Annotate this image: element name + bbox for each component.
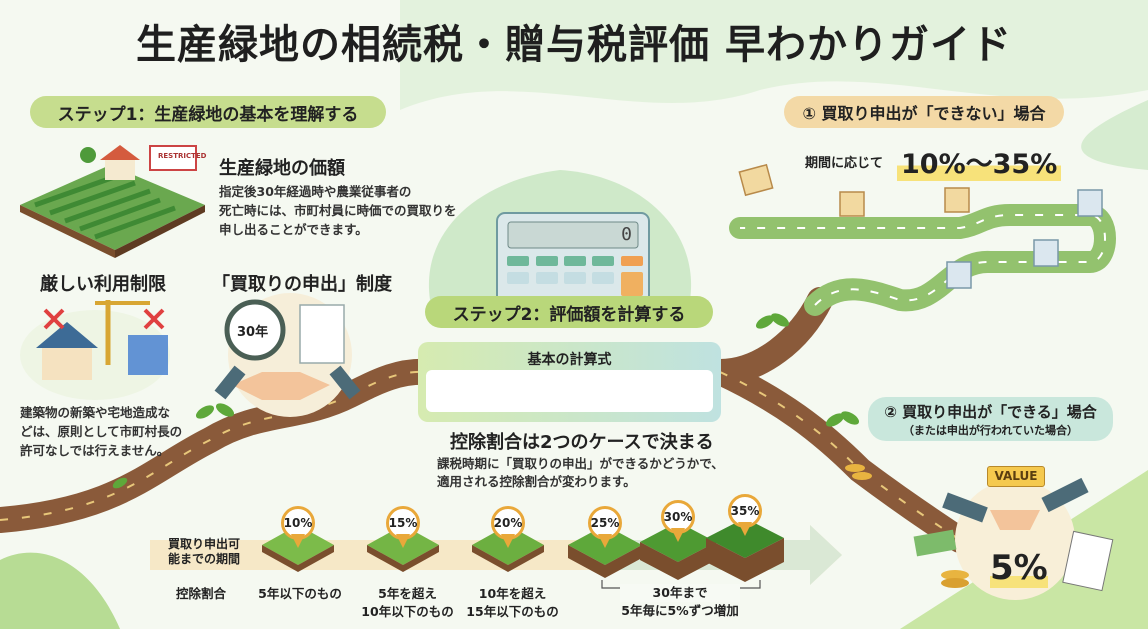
deal-illustration	[845, 464, 1114, 600]
page-title: 生産緑地の相続税・贈与税評価 早わかりガイド	[136, 22, 1012, 68]
rate-pin: 35%	[728, 494, 762, 538]
rate-pin: 25%	[588, 506, 622, 550]
restriction-text: 建築物の新築や宅地造成な どは、原則として市町村長の 許可なしでは行えません。	[20, 405, 183, 458]
bracket-label-2: 5年毎に5%ずつ増加	[621, 603, 739, 618]
case1-range: 10%〜35%	[897, 142, 1062, 181]
value-text: 指定後30年経過時や農業従事者の 死亡時には、市町村員に時価での買取りを 申し出…	[219, 184, 457, 237]
rate-pin: 30%	[661, 500, 695, 544]
deduction-text: 課税時期に「買取りの申出」ができるかどうかで、 適用される控除割合が変わります。	[437, 456, 724, 489]
calculator-icon	[496, 212, 650, 309]
rate-pin: 20%	[491, 506, 525, 550]
formula-value	[426, 370, 713, 412]
farm-illustration	[20, 145, 205, 258]
formula-title: 基本の計算式	[527, 352, 612, 368]
case2-rate: 5%	[990, 548, 1048, 588]
bracket-label: 30年まで	[620, 584, 740, 602]
formula-box: 基本の計算式	[418, 342, 721, 422]
purchase-system-illustration	[214, 293, 361, 417]
restriction-heading: 厳しい利用制限	[40, 274, 166, 295]
period-1: 5年以下のもの	[258, 586, 342, 601]
clock-label: 30年	[237, 325, 269, 340]
case2-label-box: ② 買取り申出が「できる」場合 （または申出が行われていた場合）	[868, 397, 1113, 441]
calculator-display: 0	[621, 224, 632, 245]
restricted-sign: RESTRICTED	[158, 152, 207, 160]
value-tag: VALUE	[987, 466, 1045, 487]
step2-label: ステップ2：評価額を計算する	[425, 296, 713, 328]
rate-label: 控除割合	[176, 586, 227, 601]
deduction-heading: 控除割合は2つのケースで決まる	[450, 432, 714, 453]
system-heading: 「買取りの申出」制度	[212, 274, 392, 295]
value-heading: 生産緑地の価額	[219, 158, 345, 179]
sprouts	[112, 313, 860, 489]
land-tiles	[262, 518, 784, 582]
step1-label: ステップ1：生産緑地の基本を理解する	[30, 96, 386, 128]
rate-pin: 10%	[281, 506, 315, 550]
rate-pin: 15%	[386, 506, 420, 550]
period-label: 買取り申出可 能までの期間	[168, 537, 241, 566]
restriction-illustration	[20, 300, 170, 400]
case1-prefix: 期間に応じて	[805, 156, 884, 171]
case1-label: ① 買取り申出が「できない」場合	[784, 96, 1064, 128]
